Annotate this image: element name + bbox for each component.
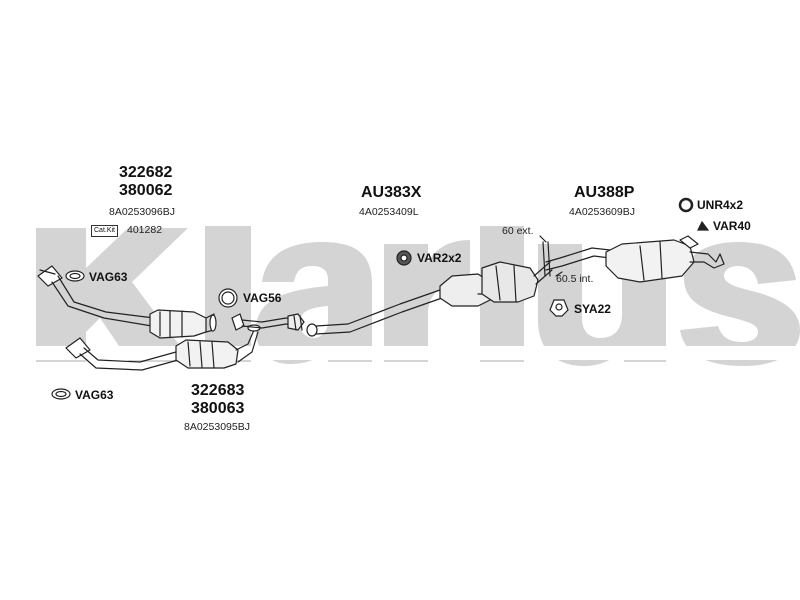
- vag63-top-label: VAG63: [89, 270, 128, 284]
- sya22-label: SYA22: [574, 302, 611, 316]
- dimension-ext-label: 60 ext.: [502, 225, 534, 237]
- front-upper-code-2: 380062: [119, 182, 173, 199]
- front-lower-code-1: 322683: [191, 382, 245, 399]
- front-upper-code-1: 322682: [119, 164, 173, 181]
- middle-code: AU383X: [361, 184, 422, 201]
- rear-code: AU388P: [574, 184, 635, 201]
- var2x2-clamp-icon: [396, 250, 412, 266]
- front-pipe-upper: [37, 265, 217, 339]
- sya22-mount-icon: [549, 299, 569, 317]
- middle-ref: 4A0253409L: [359, 206, 419, 218]
- front-upper-ref: 8A0253096BJ: [109, 206, 175, 218]
- dimension-int-label: 60.5 int.: [556, 273, 594, 285]
- vag56-gasket-icon: [218, 288, 238, 308]
- cat-kit-badge: Cat.Kit: [91, 225, 119, 237]
- vag63-top-gasket-icon: [65, 270, 85, 282]
- front-lower-code-2: 380063: [191, 400, 245, 417]
- unr4x2-label: UNR4x2: [697, 198, 744, 212]
- vag63-bottom-gasket-icon: [51, 388, 71, 400]
- vag63-bottom-label: VAG63: [75, 388, 114, 402]
- vag56-label: VAG56: [243, 291, 282, 305]
- cat-kit-ref: 401282: [127, 224, 163, 236]
- rear-silencer: [545, 235, 725, 283]
- var40-rubber-icon: [697, 220, 710, 231]
- var2x2-label: VAR2x2: [417, 251, 462, 265]
- front-lower-ref: 8A0253095BJ: [184, 421, 250, 433]
- flex-pipe: [231, 313, 305, 331]
- rear-ref: 4A0253609BJ: [569, 206, 635, 218]
- middle-silencer: [306, 261, 553, 337]
- front-pipe-lower: [65, 324, 261, 371]
- dimension-markers: [539, 235, 563, 277]
- var40-label: VAR40: [713, 219, 751, 233]
- unr4x2-ring-icon: [678, 197, 694, 213]
